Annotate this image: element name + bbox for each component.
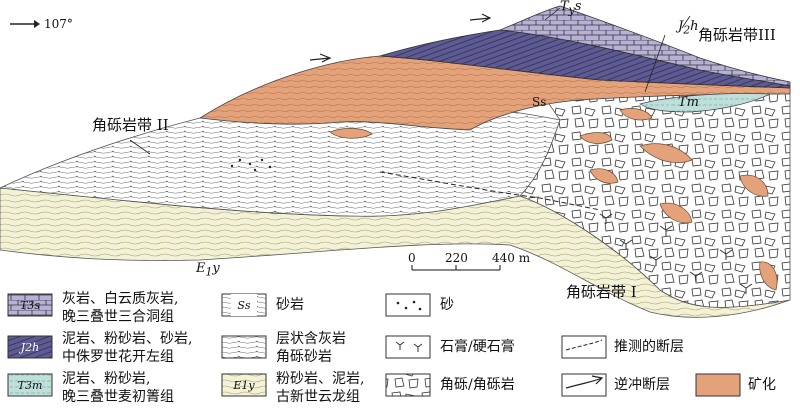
unit-label-j2h-tail: h — [690, 19, 699, 34]
unit-label-tys-sub: y — [568, 3, 575, 17]
sand-dots — [230, 158, 272, 172]
scale-tick-220: 220 — [445, 251, 468, 265]
legend-e1y-line2: 古新世云龙组 — [276, 389, 360, 405]
ore-lenses — [329, 108, 778, 291]
legend-j2h-line1: 泥岩、粉砂岩、砂岩, — [62, 331, 193, 347]
unit-label-j2h-base: J — [678, 19, 684, 34]
legend-t3m-line2: 晚三叠世麦初箐组 — [62, 389, 174, 405]
legend-code-ss: Ss — [222, 294, 266, 316]
scale-bar — [411, 265, 501, 271]
legend-t3s-line1: 灰岩、白云质灰岩, — [62, 291, 179, 307]
unit-label-tm-tail: m — [686, 95, 699, 110]
scale-tick-440: 440 m — [492, 251, 531, 265]
legend-layered-line2: 角砾砂岩 — [276, 349, 332, 365]
orientation-arrow — [10, 20, 40, 28]
unit-label-j2h: J2h — [678, 20, 698, 36]
legend-layered-text: 层状含灰岩 角砾砂岩 — [276, 330, 346, 366]
legend-layered-line1: 层状含灰岩 — [276, 331, 346, 347]
legend-gypsum-text: 石膏/硬石膏 — [440, 339, 515, 355]
legend-ss-text: 砂岩 — [276, 297, 304, 313]
legend-code-t3s-text: T3s — [20, 298, 40, 312]
legend-t3s-line2: 晚三叠世三合洞组 — [62, 309, 174, 325]
unit-label-tys-base: T — [560, 0, 569, 14]
legend-t3m-line1: 泥岩、粉砂岩, — [62, 371, 151, 387]
unit-label-tm: Tm — [678, 96, 699, 112]
unit-label-tys-tail: s — [574, 0, 582, 14]
legend-code-e1y: E1y — [222, 374, 266, 396]
legend-e1y-line1: 粉砂岩、泥岩, — [276, 371, 365, 387]
unit-label-tys: Tys — [560, 0, 581, 16]
unit-label-tm-base: T — [678, 95, 687, 110]
orientation-label: 107° — [44, 17, 73, 31]
legend-code-j2h-text: J2h — [20, 340, 40, 354]
legend-t3s-text: 灰岩、白云质灰岩, 晚三叠世三合洞组 — [62, 290, 178, 326]
legend-swatches — [7, 293, 741, 397]
zone-label-i: 角砾岩带 I — [566, 283, 637, 301]
gypsum-marks — [599, 213, 753, 294]
legend-j2h-line2: 中侏罗世花开左组 — [62, 349, 174, 365]
legend-sand-text: 砂 — [440, 297, 454, 313]
legend-j2h-text: 泥岩、粉砂岩、砂岩, 中侏罗世花开左组 — [62, 330, 192, 366]
unit-label-e1y: E1y — [196, 262, 220, 278]
legend-t3m-text: 泥岩、粉砂岩, 晚三叠世麦初箐组 — [62, 370, 174, 406]
legend-code-ss-text: Ss — [230, 294, 258, 316]
legend-swatch-marks — [395, 300, 604, 389]
thrust-fault-marks — [309, 13, 492, 63]
legend-code-e1y-text: E1y — [233, 378, 255, 392]
label-leaders — [129, 7, 691, 155]
legend-code-j2h: J2h — [8, 336, 52, 358]
legend-thrust-fault-text: 逆冲断层 — [614, 377, 670, 393]
unit-label-e1y-sub: 1 — [205, 265, 213, 279]
legend-e1y-text: 粉砂岩、泥岩, 古新世云龙组 — [276, 370, 364, 406]
zone-label-iii: 角砾岩带III — [698, 26, 776, 44]
unit-label-e1y-tail: y — [212, 261, 220, 276]
legend-code-t3s: T3s — [8, 294, 52, 316]
legend-breccia-text: 角砾/角砾岩 — [440, 377, 515, 393]
unit-label-e1y-base: E — [196, 261, 206, 276]
legend-ore-text: 矿化 — [748, 377, 776, 393]
zone-breccia-i — [519, 88, 791, 308]
unit-tm-lens — [639, 93, 771, 113]
legend-inferred-fault-text: 推测的断层 — [614, 339, 684, 355]
unit-label-j2h-sub: 2 — [683, 23, 691, 37]
legend-code-t3m-text: T3m — [17, 378, 43, 392]
zone-label-ii: 角砾岩带 II — [92, 116, 169, 134]
unit-t3s — [499, 5, 791, 87]
legend-code-t3m: T3m — [8, 374, 52, 396]
unit-label-ss: Ss — [532, 95, 547, 109]
scale-tick-0: 0 — [408, 251, 416, 265]
